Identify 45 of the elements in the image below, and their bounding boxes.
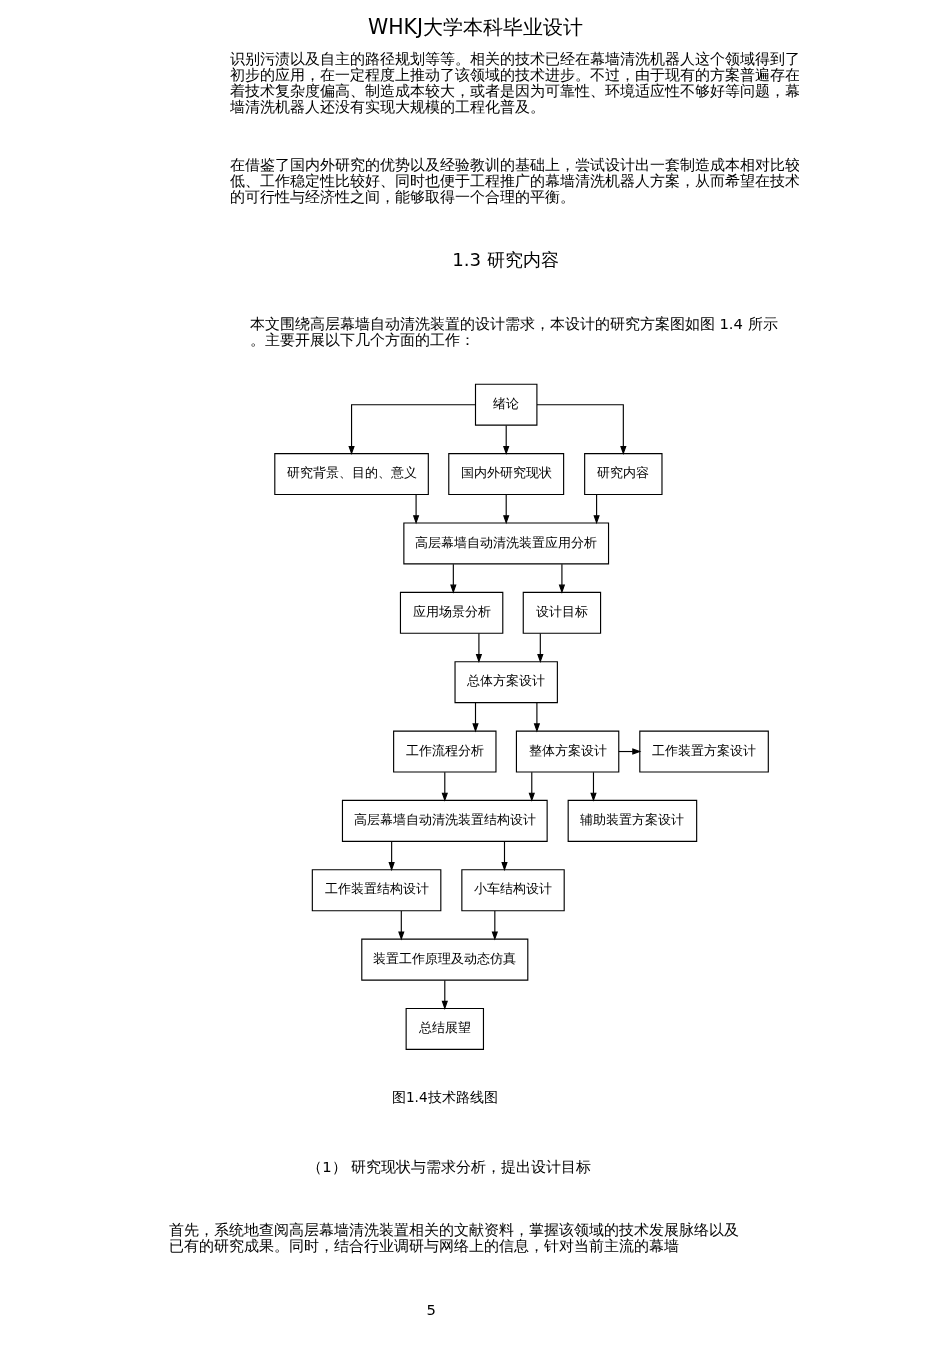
diagram-title: WHKJ大学本科毕业设计 (367, 15, 583, 40)
node-box: 整体方案设计 (515, 730, 619, 773)
arrow (502, 424, 509, 455)
node-box: 总体方案设计 (453, 661, 558, 704)
arrow (500, 841, 508, 872)
arrow (471, 702, 479, 733)
label: 识别污渍以及自主的路径规划等等。相关的技术已经在幕墙清洗机器人这个领域得到了初步的应用，在一定程度上推动了该领域的技术进步。不过，由于现有的方案普遍存在着技术复杂度偏高、制造成本较大，或者是因为可靠性、环境适应性不够好等问题，幕墙清洗机器人还没有实现大规模的工程化普及。 (229, 50, 800, 115)
node-box: 工作装置结构设计 (311, 869, 441, 912)
label: 首先，系统地查阅高层幕墙清洗装置相关的文献资料，掌握该领域的技术发展脉络以及已有的研究成果。同时，结合行业调研与网络上的信息，针对当前主流的幕墙 (168, 1221, 739, 1255)
arrow (533, 702, 540, 733)
label: 5 (426, 1300, 436, 1318)
node-box: 高层幕墙自动清洗装置应用分析 (402, 522, 609, 565)
arrow (536, 633, 543, 664)
node-box: 研究背景、目的、意义 (273, 453, 429, 496)
arrow (387, 841, 395, 872)
node-box: 国内外研究现状 (447, 453, 564, 496)
node-box: 应用场景分析 (399, 591, 503, 634)
arrow (449, 563, 456, 594)
node-box: 小车结构设计 (460, 869, 565, 912)
label: 本文围绕高层幕墙自动清洗装置的设计需求，本设计的研究方案图如图 1.4 所示。主要开展以下几个方面的工作： (249, 314, 778, 348)
arrow (592, 494, 600, 525)
arrow (412, 494, 419, 525)
caption: 图1.4技术路线图 (391, 1088, 498, 1105)
node-box: 辅助装置方案设计 (567, 799, 697, 842)
label: （1） 研究现状与需求分析，提出设计目标 (306, 1157, 591, 1175)
arrow (441, 979, 448, 1010)
arrow (528, 771, 535, 802)
arrow (491, 910, 498, 941)
arrow (475, 633, 482, 664)
node-box: 研究内容 (583, 453, 663, 496)
arrow (502, 494, 509, 525)
node-box: 总结展望 (405, 1007, 484, 1050)
arrow (441, 771, 448, 802)
node-box: 工作流程分析 (392, 730, 497, 773)
arrow (397, 910, 404, 941)
arrow (558, 563, 565, 594)
arrow (589, 771, 597, 802)
node-box: 设计目标 (522, 591, 601, 634)
node-box: 绪论 (474, 383, 537, 426)
label: 1.3 研究内容 (451, 248, 559, 270)
node-box: 高层幕墙自动清洗装置结构设计 (341, 799, 548, 842)
arrow (347, 404, 476, 455)
node-box: 装置工作原理及动态仿真 (360, 938, 528, 981)
arrow (535, 404, 626, 455)
node-box: 工作装置方案设计 (638, 730, 769, 773)
